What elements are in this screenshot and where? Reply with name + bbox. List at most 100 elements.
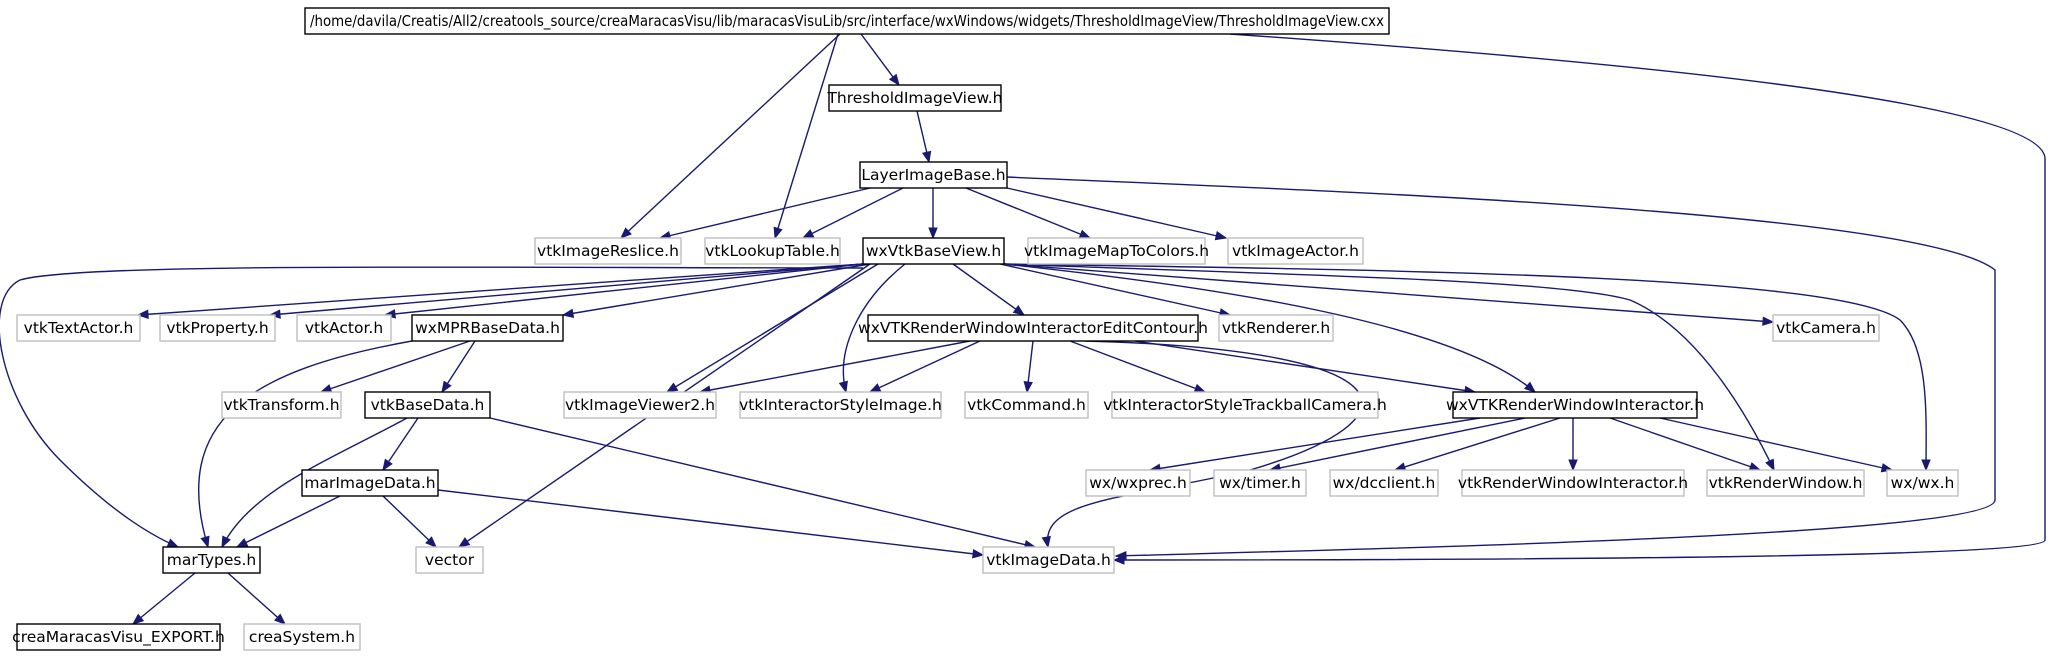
node-box [1329,469,1439,497]
node-box [1085,469,1191,497]
node-layer[interactable]: LayerImageBase.h [859,161,1008,189]
node-thresholdh[interactable]: ThresholdImageView.h [826,84,1003,112]
edge-wxrwi-to-renderwindow [1609,417,1762,472]
node-dcclient: wx/dcclient.h [1329,469,1439,497]
node-label: wx/timer.h [1219,474,1301,492]
node-label: vtkImageData.h [986,551,1111,569]
node-box [1461,469,1685,497]
node-box [563,391,717,419]
node-property: vtkProperty.h [159,314,276,342]
edge-wxvtk-to-viewer2 [665,263,879,393]
node-label: wxVTKRenderWindowInteractorEditContour.h [858,319,1208,337]
edge-editcontour-to-command [1023,340,1034,394]
edge-editcontour-to-istyleimg [868,340,981,393]
edge-mpr-to-basedata [441,340,476,394]
node-label: creaMaracasVisu_EXPORT.h [12,628,225,647]
node-label: wx/wxprec.h [1089,474,1187,492]
edge-editcontour-to-imagedata [1041,340,1363,549]
edge-wxrwi-to-wxprec [1148,417,1481,474]
node-vector: vector [415,546,484,574]
node-label: vtkImageReslice.h [537,242,679,260]
node-box [982,546,1115,574]
node-box [16,623,221,651]
node-box [16,314,141,342]
edge-wxvtk-to-istyleimg [838,263,906,394]
node-label: vtkTextActor.h [24,319,134,337]
node-box [1218,314,1334,342]
node-editcontour[interactable]: wxVTKRenderWindowInteractorEditContour.h [858,314,1208,342]
node-box [964,391,1089,419]
node-basedata[interactable]: vtkBaseData.h [364,391,491,419]
node-label: vtkBaseData.h [371,396,485,414]
node-martypes[interactable]: marTypes.h [162,546,261,574]
node-wxrwi[interactable]: wxVTKRenderWindowInteractor.h [1446,391,1704,419]
node-label: vtkCommand.h [967,396,1086,414]
node-box [1886,469,1959,497]
node-wxh: wx/wx.h [1886,469,1959,497]
edge-martypes-to-system [227,572,287,625]
node-label: vtkProperty.h [166,319,268,337]
node-label: vtkRenderWindowInteractor.h [1458,474,1688,492]
node-label: vtkImageViewer2.h [565,396,715,414]
node-box [296,314,392,342]
edge-wxvtk-to-textactor [136,263,864,319]
node-label: wxVTKRenderWindowInteractor.h [1446,396,1704,414]
node-label: vtkImageActor.h [1232,242,1359,260]
node-box [304,7,1390,35]
node-label: marTypes.h [167,551,256,569]
edge-wxvtk-to-wxh [1003,263,1931,472]
edge-wxvtk-to-property [268,263,864,319]
node-box [828,84,1002,112]
node-box [1027,237,1206,265]
node-box [1213,469,1307,497]
node-lut: vtkLookupTable.h [704,237,841,265]
node-box [867,314,1199,342]
edge-layer-to-reslice [658,187,871,241]
node-label: marImageData.h [304,474,435,492]
edge-marimage-to-vector [382,495,437,548]
edge-editcontour-to-wxrwi [1134,340,1477,396]
node-actor: vtkActor.h [296,314,392,342]
node-textactor: vtkTextActor.h [16,314,141,342]
node-marimage[interactable]: marImageData.h [301,469,439,497]
node-box [301,469,439,497]
node-reslice: vtkImageReslice.h [534,237,682,265]
node-box [221,391,342,419]
node-label: ThresholdImageView.h [826,89,1002,107]
node-viewer2: vtkImageViewer2.h [563,391,717,419]
node-root[interactable]: /home/davila/Creatis/All2/creatools_sour… [304,7,1390,35]
edge-wxrwi-to-rwi [1568,418,1578,472]
node-box [534,237,682,265]
node-box [415,546,484,574]
node-label: vtkImageMapToColors.h [1024,242,1209,260]
node-timer: wx/timer.h [1213,469,1307,497]
node-box [243,623,361,651]
node-wxprec: wx/wxprec.h [1085,469,1191,497]
node-label: vtkActor.h [305,319,383,337]
node-camera: vtkCamera.h [1772,314,1880,342]
node-box [411,314,564,342]
edge-marimage-to-imagedata [437,489,985,559]
node-box [162,546,261,574]
node-box [1452,391,1698,419]
edge-root-to-reslice [620,33,841,239]
node-box [159,314,276,342]
edge-layer-to-maptocolors [965,187,1092,239]
node-label: vtkRenderWindow.h [1709,474,1863,492]
node-label: wxMPRBaseData.h [415,319,560,337]
node-imagedata: vtkImageData.h [982,546,1115,574]
edge-wxvtk-to-wxrwi [1003,263,1537,393]
node-box [859,161,1008,189]
node-label: vtkInteractorStyleTrackballCamera.h [1103,396,1387,414]
node-box [739,391,942,419]
node-box [704,237,841,265]
node-label: wx/wx.h [1891,474,1955,492]
node-mpr[interactable]: wxMPRBaseData.h [411,314,564,342]
node-export[interactable]: creaMaracasVisu_EXPORT.h [12,623,225,651]
edge-editcontour-to-trackball [1069,340,1207,393]
node-wxvtk[interactable]: wxVtkBaseView.h [862,237,1005,265]
node-label: vtkInteractorStyleImage.h [739,396,942,414]
node-label: vtkLookupTable.h [705,242,840,260]
edge-layer-to-imagedata [1006,176,1996,561]
